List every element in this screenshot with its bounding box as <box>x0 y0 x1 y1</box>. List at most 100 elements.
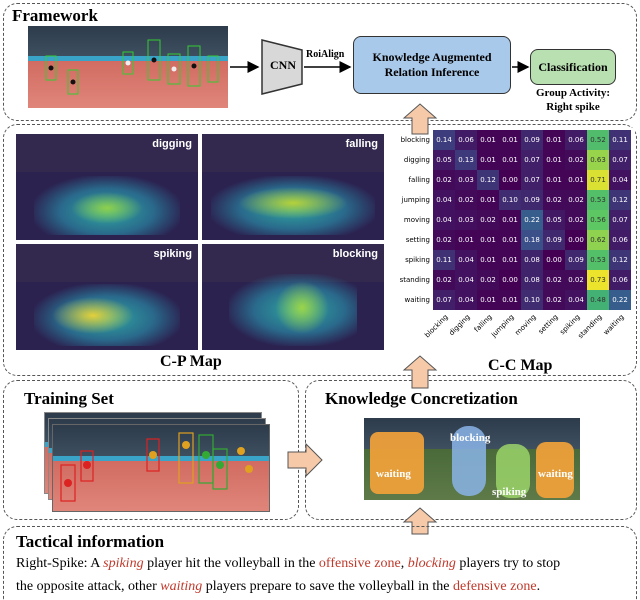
cc-cell: 0.00 <box>565 230 587 250</box>
cc-cell: 0.02 <box>455 190 477 210</box>
cc-cell: 0.09 <box>565 250 587 270</box>
cc-cell: 0.02 <box>565 190 587 210</box>
cc-cell: 0.01 <box>543 170 565 190</box>
cc-cell: 0.01 <box>477 290 499 310</box>
cc-cell: 0.04 <box>455 250 477 270</box>
cc-cell: 0.53 <box>587 250 609 270</box>
cc-cell: 0.01 <box>499 150 521 170</box>
cc-cell: 0.04 <box>455 270 477 290</box>
tactical-line-2: the opposite attack, other waiting playe… <box>16 579 541 594</box>
cc-cell: 0.02 <box>565 150 587 170</box>
cp-panel-falling: falling <box>202 134 384 240</box>
maps-panel <box>3 124 637 376</box>
inference-node: Knowledge Augmented Relation Inference <box>353 36 511 94</box>
cc-cell: 0.01 <box>477 130 499 150</box>
cc-cell: 0.07 <box>609 150 631 170</box>
cc-cell: 0.01 <box>565 170 587 190</box>
cc-cell: 0.02 <box>565 210 587 230</box>
cc-cell: 0.01 <box>477 250 499 270</box>
group-activity-value: Right spike <box>546 101 600 113</box>
cc-cell: 0.12 <box>609 250 631 270</box>
cc-row-label: standing <box>399 276 430 284</box>
cp-panel-digging: digging <box>16 134 198 240</box>
knowledge-court-image: blocking waiting spiking waiting <box>364 418 580 500</box>
cc-cell: 0.09 <box>521 190 543 210</box>
cc-cell: 0.22 <box>521 210 543 230</box>
classification-node: Classification <box>530 49 616 85</box>
framework-panel <box>3 3 637 121</box>
cc-cell: 0.11 <box>433 250 455 270</box>
cc-cell: 0.07 <box>521 150 543 170</box>
cc-row-label: spiking <box>405 256 430 264</box>
cc-cell: 0.04 <box>565 290 587 310</box>
cc-row-label: falling <box>408 176 430 184</box>
cc-cell: 0.06 <box>609 270 631 290</box>
tactical-title: Tactical information <box>16 532 165 551</box>
training-title: Training Set <box>24 389 114 408</box>
cp-label-falling: falling <box>345 138 378 150</box>
cc-cell: 0.00 <box>499 170 521 190</box>
cc-cell: 0.08 <box>521 250 543 270</box>
cc-cell: 0.00 <box>543 250 565 270</box>
cc-cell: 0.09 <box>521 130 543 150</box>
cc-cell: 0.02 <box>543 290 565 310</box>
tactical-offensive-zone: offensive zone <box>318 556 401 571</box>
cp-label-blocking: blocking <box>332 248 378 260</box>
cc-cell: 0.63 <box>587 150 609 170</box>
cc-cell: 0.56 <box>587 210 609 230</box>
cc-cell: 0.01 <box>477 150 499 170</box>
cc-cell: 0.02 <box>433 270 455 290</box>
cc-cell: 0.04 <box>433 210 455 230</box>
cc-cell: 0.02 <box>433 230 455 250</box>
cc-cell: 0.01 <box>543 130 565 150</box>
cc-cell: 0.12 <box>609 190 631 210</box>
cp-panel-blocking: blocking <box>202 244 384 350</box>
framework-court-image <box>28 26 228 108</box>
cc-cell: 0.07 <box>433 290 455 310</box>
cc-cell: 0.08 <box>521 270 543 290</box>
framework-flow-svg <box>230 39 530 95</box>
cc-cell: 0.03 <box>455 210 477 230</box>
cc-cell: 0.01 <box>477 230 499 250</box>
cnn-trapezoid <box>261 39 303 95</box>
cc-cell: 0.01 <box>499 130 521 150</box>
kc-label-spiking: spiking <box>492 486 527 498</box>
cc-cell: 0.52 <box>587 130 609 150</box>
cc-cell: 0.02 <box>433 170 455 190</box>
cc-cell: 0.01 <box>477 190 499 210</box>
knowledge-title: Knowledge Concretization <box>325 389 518 408</box>
cc-cell: 0.01 <box>499 290 521 310</box>
cp-label-digging: digging <box>152 138 192 150</box>
roialign-label: RoiAlign <box>306 49 345 60</box>
training-image-front <box>52 424 270 512</box>
cp-map-caption: C-P Map <box>160 353 222 370</box>
kc-label-waiting-right: waiting <box>538 468 573 480</box>
tactical-waiting: waiting <box>160 579 203 594</box>
cc-cell: 0.11 <box>609 130 631 150</box>
cc-row-label: waiting <box>404 296 430 304</box>
kc-label-waiting-left: waiting <box>376 468 411 480</box>
cnn-label: CNN <box>270 58 296 72</box>
cc-cell: 0.53 <box>587 190 609 210</box>
cc-cell: 0.05 <box>543 210 565 230</box>
cc-cell: 0.73 <box>587 270 609 290</box>
cc-cell: 0.03 <box>455 170 477 190</box>
cc-cell: 0.10 <box>499 190 521 210</box>
cc-cell: 0.06 <box>455 130 477 150</box>
cc-cell: 0.04 <box>455 290 477 310</box>
kc-label-blocking: blocking <box>450 432 491 444</box>
cc-cell: 0.01 <box>499 210 521 230</box>
cc-row-label: blocking <box>400 136 430 144</box>
tactical-line-1: Right-Spike: A spiking player hit the vo… <box>16 556 561 571</box>
cc-cell: 0.62 <box>587 230 609 250</box>
cc-cell: 0.07 <box>609 210 631 230</box>
cc-cell: 0.01 <box>499 230 521 250</box>
cc-cell: 0.12 <box>477 170 499 190</box>
tactical-panel <box>3 526 637 600</box>
cc-cell: 0.04 <box>433 190 455 210</box>
cc-cell: 0.05 <box>433 150 455 170</box>
cc-cell: 0.00 <box>499 270 521 290</box>
cc-cell: 0.71 <box>587 170 609 190</box>
